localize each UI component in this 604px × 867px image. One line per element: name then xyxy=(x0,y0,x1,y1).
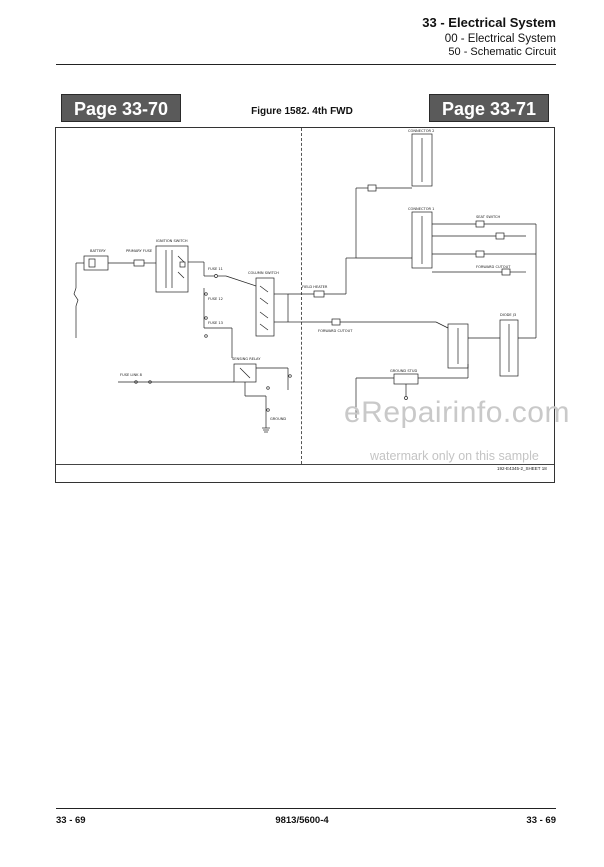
wiring-schematic: BATTERY PRIMARY FUSE IGNITION SWITCH FUS… xyxy=(73,129,537,433)
svg-text:GROUND STUD: GROUND STUD xyxy=(390,369,417,373)
watermark-logo: eRepairinfo.com xyxy=(344,396,570,429)
footer-doc-number: 9813/5600-4 xyxy=(275,815,329,826)
subsection-title: 50 - Schematic Circuit xyxy=(448,46,556,59)
schematic-figure: BATTERY PRIMARY FUSE IGNITION SWITCH FUS… xyxy=(55,127,555,483)
svg-text:FUSE 12: FUSE 12 xyxy=(208,297,223,301)
svg-text:COLUMN SWITCH: COLUMN SWITCH xyxy=(248,271,279,275)
page-tab-previous[interactable]: Page 33-70 xyxy=(61,94,181,122)
drawing-number: 192-E4345-2_SHEET 18 xyxy=(497,466,547,471)
sheet-split-line xyxy=(301,128,302,464)
page-header: 33 - Electrical System 00 - Electrical S… xyxy=(422,15,556,59)
ground-stud-box xyxy=(393,373,419,385)
schematic-labels: BATTERY PRIMARY FUSE IGNITION SWITCH FUS… xyxy=(90,129,516,421)
svg-text:FIELD HEATER: FIELD HEATER xyxy=(302,285,328,289)
svg-text:IGNITION SWITCH: IGNITION SWITCH xyxy=(156,239,188,243)
svg-text:DIODE J3: DIODE J3 xyxy=(500,313,516,317)
watermark-note: watermark only on this sample xyxy=(370,449,539,463)
svg-text:FUSE 13: FUSE 13 xyxy=(208,321,223,325)
ignition-switch-box xyxy=(155,245,189,293)
svg-text:CONNECTOR 2: CONNECTOR 2 xyxy=(408,129,434,133)
connector-block-upper xyxy=(411,211,433,269)
svg-text:PRIMARY FUSE: PRIMARY FUSE xyxy=(126,249,153,253)
header-divider xyxy=(56,64,556,65)
svg-text:FORWARD CUTOUT: FORWARD CUTOUT xyxy=(318,329,353,333)
forward-cutout-diode xyxy=(331,318,341,326)
svg-text:SENSING RELAY: SENSING RELAY xyxy=(232,357,261,361)
connector-block-top xyxy=(411,133,433,187)
connector-block-mid xyxy=(447,323,469,369)
svg-text:BATTERY: BATTERY xyxy=(90,249,107,253)
svg-text:FUSE LINK 8: FUSE LINK 8 xyxy=(120,373,143,377)
power-relay-box xyxy=(83,255,109,271)
footer-page-left: 33 - 69 xyxy=(56,815,86,826)
svg-text:CONNECTOR 1: CONNECTOR 1 xyxy=(408,207,434,211)
figure-title: Figure 1582. 4th FWD xyxy=(251,106,353,117)
primary-fuse-icon xyxy=(133,259,145,267)
connector-block-right xyxy=(499,319,519,377)
svg-text:FORWARD CUTOUT: FORWARD CUTOUT xyxy=(476,265,511,269)
page-tab-next[interactable]: Page 33-71 xyxy=(429,94,549,122)
ground-lead-left xyxy=(73,287,79,338)
svg-text:FUSE 11: FUSE 11 xyxy=(208,267,223,271)
connector-pin xyxy=(214,274,218,278)
figure-inner-rule xyxy=(56,464,554,465)
footer-divider xyxy=(56,808,556,809)
footer-page-right: 33 - 69 xyxy=(526,815,556,826)
svg-text:SEAT SWITCH: SEAT SWITCH xyxy=(476,215,500,219)
column-switch-box xyxy=(255,277,275,337)
chapter-title: 33 - Electrical System xyxy=(422,15,556,30)
fuse-icon xyxy=(313,290,325,298)
relay-inner xyxy=(88,258,96,268)
svg-text:GROUND: GROUND xyxy=(270,417,286,421)
section-title: 00 - Electrical System xyxy=(444,32,556,45)
